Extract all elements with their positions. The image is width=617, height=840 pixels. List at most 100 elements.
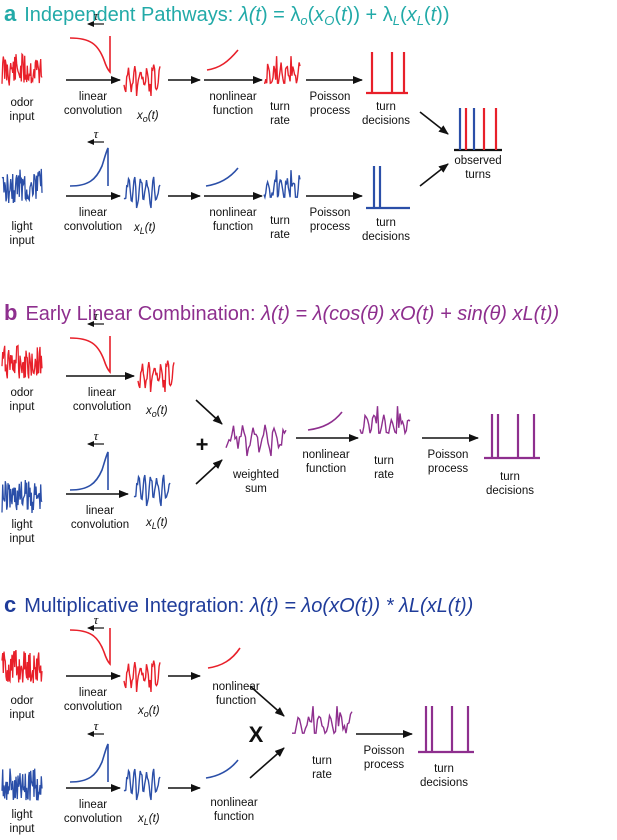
- panel-c-title-text: Multiplicative Integration:: [24, 595, 250, 617]
- turn-label: turn: [270, 215, 290, 227]
- light-input-label-1: light: [11, 809, 33, 821]
- turn-label: turn: [312, 755, 332, 767]
- xo-label: xo(t): [136, 110, 159, 124]
- nonlinear-label: nonlinear: [212, 681, 259, 693]
- panel-a-title: a Independent Pathways: λ(t) = λo(xO(t)) …: [4, 1, 449, 28]
- arrow-odor-to-observed: [419, 111, 449, 135]
- light-input-label-1: light: [11, 221, 33, 233]
- panel-b-title-text: Early Linear Combination:: [25, 303, 261, 325]
- decisions-label: decisions: [362, 231, 410, 243]
- light-input-noise: [1, 168, 43, 204]
- function-label: function: [213, 221, 253, 233]
- tau-symbol: τ: [94, 612, 100, 627]
- turn-rate-signal: [359, 406, 411, 436]
- odor-turn-decisions-spikes: [366, 52, 408, 95]
- odor-input-label-1: odor: [10, 387, 33, 399]
- convolution-label: convolution: [64, 701, 122, 713]
- rate-label: rate: [312, 769, 332, 781]
- panel-b-letter: b: [4, 300, 17, 325]
- odor-input-noise: [1, 52, 43, 86]
- odor-input-label-1: odor: [10, 695, 33, 707]
- arrow-xo-to-sum: [195, 399, 223, 425]
- process-label: process: [364, 759, 405, 771]
- linear-label: linear: [79, 687, 107, 699]
- turn-label: turn: [376, 217, 396, 229]
- light-turn-decisions-spikes: [366, 166, 410, 210]
- panel-a-light-row: light input τ linear convolution xL(t) n…: [1, 126, 410, 247]
- light-input-label-1: light: [11, 519, 33, 531]
- xl-label: xL(t): [133, 222, 156, 236]
- tau-symbol: τ: [94, 8, 100, 23]
- odor-input-noise: [1, 344, 43, 379]
- linear-label: linear: [79, 207, 107, 219]
- turn-label: turn: [374, 455, 394, 467]
- decisions-label: decisions: [420, 777, 468, 789]
- observed-label: observed: [454, 155, 501, 167]
- light-input-label-2: input: [10, 823, 36, 835]
- turn-decisions-spikes: [484, 414, 540, 460]
- light-input-label-2: input: [10, 533, 36, 545]
- panel-b-equation: λ(t) = λ(cos(θ) xO(t) + sin(θ) xL(t)): [260, 303, 559, 325]
- convolution-label: convolution: [73, 401, 131, 413]
- light-filter-kernel: [69, 147, 109, 187]
- turn-label: turn: [376, 101, 396, 113]
- times-operator: X: [249, 722, 264, 747]
- plus-operator: +: [196, 432, 209, 457]
- odor-input-label-2: input: [10, 401, 36, 413]
- convolution-label: convolution: [71, 519, 129, 531]
- odor-filter-kernel: [69, 628, 111, 666]
- xo-filtered-signal: [123, 660, 161, 693]
- function-label: function: [214, 811, 254, 823]
- poisson-label: Poisson: [364, 745, 405, 757]
- nonlinear-label: nonlinear: [302, 449, 349, 461]
- odor-nonlinearity: [207, 647, 241, 669]
- arrow-light-to-observed: [419, 163, 449, 187]
- arrow-odor-to-product: [249, 685, 285, 717]
- odor-input-noise: [1, 649, 43, 684]
- turn-label: turn: [500, 471, 520, 483]
- linear-label: linear: [86, 505, 114, 517]
- odor-input-label-2: input: [10, 111, 36, 123]
- linear-label: linear: [79, 799, 107, 811]
- light-input-noise: [1, 479, 43, 514]
- sum-label: sum: [245, 483, 267, 495]
- weighted-label: weighted: [232, 469, 279, 481]
- decisions-label: decisions: [486, 485, 534, 497]
- turns-label: turns: [465, 169, 491, 181]
- tau-symbol: τ: [94, 718, 100, 733]
- decisions-label: decisions: [362, 115, 410, 127]
- xl-label: xL(t): [137, 813, 160, 827]
- panel-a: a Independent Pathways: λ(t) = λo(xO(t)) …: [1, 1, 502, 247]
- odor-turn-rate-signal: [264, 56, 301, 85]
- rate-label: rate: [270, 115, 290, 127]
- nonlinear-label: nonlinear: [209, 207, 256, 219]
- light-input-label-2: input: [10, 235, 36, 247]
- tau-symbol: τ: [94, 428, 100, 443]
- xl-filtered-signal: [133, 474, 171, 507]
- panel-a-title-text: Independent Pathways:: [24, 4, 239, 26]
- light-input-noise: [1, 768, 43, 801]
- arrow-xl-to-sum: [195, 459, 223, 485]
- xl-filtered-signal: [123, 176, 161, 209]
- odor-input-label-2: input: [10, 709, 36, 721]
- poisson-label: Poisson: [310, 207, 351, 219]
- xo-label: xo(t): [137, 705, 160, 719]
- xl-filtered-signal: [123, 768, 161, 801]
- panel-b: b Early Linear Combination: λ(t) = λ(cos(…: [1, 300, 559, 545]
- nonlinear-label: nonlinear: [210, 797, 257, 809]
- turn-rate-signal: [292, 706, 353, 735]
- function-label: function: [216, 695, 256, 707]
- light-nonlinearity: [205, 167, 239, 187]
- turn-decisions-spikes: [418, 706, 474, 754]
- function-label: function: [213, 105, 253, 117]
- panel-a-equation: λ(t) = λo(xO(t)) + λL(xL(t)): [238, 4, 450, 28]
- rate-label: rate: [374, 469, 394, 481]
- process-label: process: [428, 463, 469, 475]
- convolution-label: convolution: [64, 813, 122, 825]
- function-label: function: [306, 463, 346, 475]
- xo-label: xo(t): [145, 405, 168, 419]
- panel-a-letter: a: [4, 1, 17, 26]
